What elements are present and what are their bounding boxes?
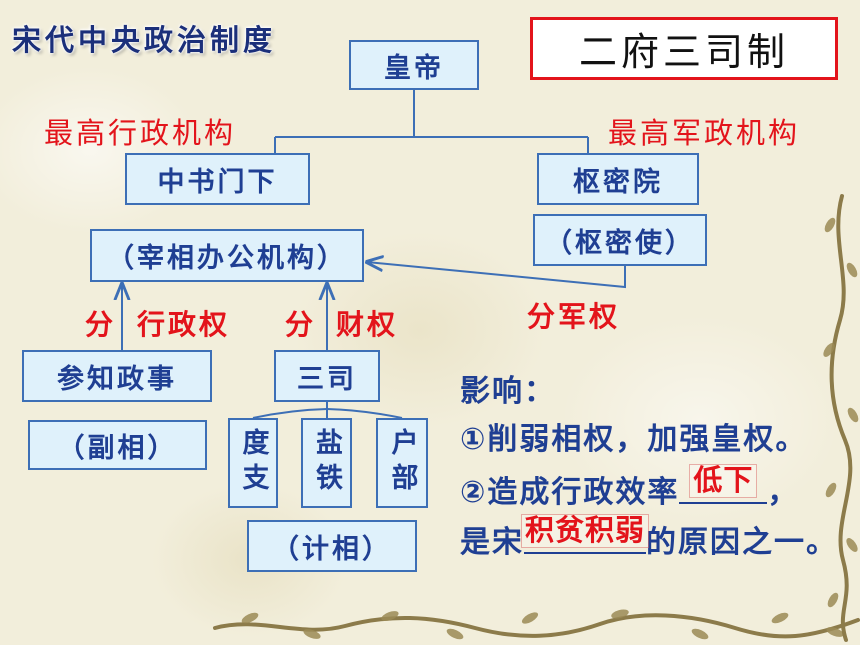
impact-heading: 影响： [460,374,556,409]
shumishi-box: （枢密使） [533,214,707,266]
military-organ-label: 最高军政机构 [608,116,801,150]
vice-chancellor-box: （副相） [28,420,207,470]
finance-chancellor-box: （计相） [247,520,417,572]
sansi-label: 三司 [297,363,357,395]
emperor-label: 皇帝 [384,52,444,84]
impact-point-2-answer: 低下 [689,464,758,498]
connector-sansi-to-hubu [326,408,403,419]
impact-point-3-before: 是宋 [460,525,524,560]
sansi-part-label: 盐铁 [311,428,342,498]
impact-point-3-answer: 积贫积弱 [520,514,650,548]
chancellor-office-box: （宰相办公机构） [90,229,364,282]
split-finance-label: 财权 [336,308,399,341]
impact-point-2: ②造成行政效率低下 ， [460,464,800,511]
split-military-label: 分军权 [527,300,621,333]
shumiyuan-label: 枢密院 [573,166,663,198]
impact-point-3: 是宋积贫积弱的原因之一。 [460,514,838,561]
canzhi-zhengshi-box: 参知政事 [22,350,212,402]
sansi-part-label: 度支 [237,428,269,498]
impact-point-3-blank: 积贫积弱 [520,514,650,554]
vine-decoration-right [829,194,853,642]
canzhi-zhengshi-label: 参知政事 [57,363,177,395]
shumiyuan-box: 枢密院 [537,153,699,205]
sansi-part-yantie: 盐铁 [301,418,352,508]
vine-decoration-bottom [213,613,860,639]
vine-decoration-bottom-leaves [241,609,844,640]
connector-sansi-to-duzhi [252,408,328,419]
system-name-box: 二府三司制 [530,17,838,80]
zhongshu-box: 中书门下 [125,153,310,205]
impact-point-1: ①削弱相权，加强皇权。 [460,422,808,457]
sansi-part-duzhi: 度支 [228,418,278,508]
sansi-part-hubu: 户部 [376,418,428,508]
finance-chancellor-label: （计相） [272,533,392,565]
zhongshu-label: 中书门下 [157,166,278,198]
page-title: 宋代中央政治制度 [12,23,277,57]
sansi-box: 三司 [274,350,380,402]
split-finance-prefix: 分 [285,308,317,341]
vice-chancellor-label: （副相） [57,432,178,464]
impact-point-2-before: ②造成行政效率 [460,475,680,510]
emperor-box: 皇帝 [349,40,479,90]
split-admin-prefix: 分 [85,308,117,341]
sansi-part-label: 户部 [386,428,418,498]
system-name: 二府三司制 [578,30,789,74]
impact-point-3-after: 的原因之一。 [646,525,838,560]
impact-point-2-after: ， [767,475,800,510]
shumishi-label: （枢密使） [545,227,695,259]
impact-point-2-blank: 低下 [679,464,768,504]
split-admin-label: 行政权 [137,308,231,341]
chancellor-office-label: （宰相办公机构） [107,243,347,274]
admin-organ-label: 最高行政机构 [44,116,237,150]
